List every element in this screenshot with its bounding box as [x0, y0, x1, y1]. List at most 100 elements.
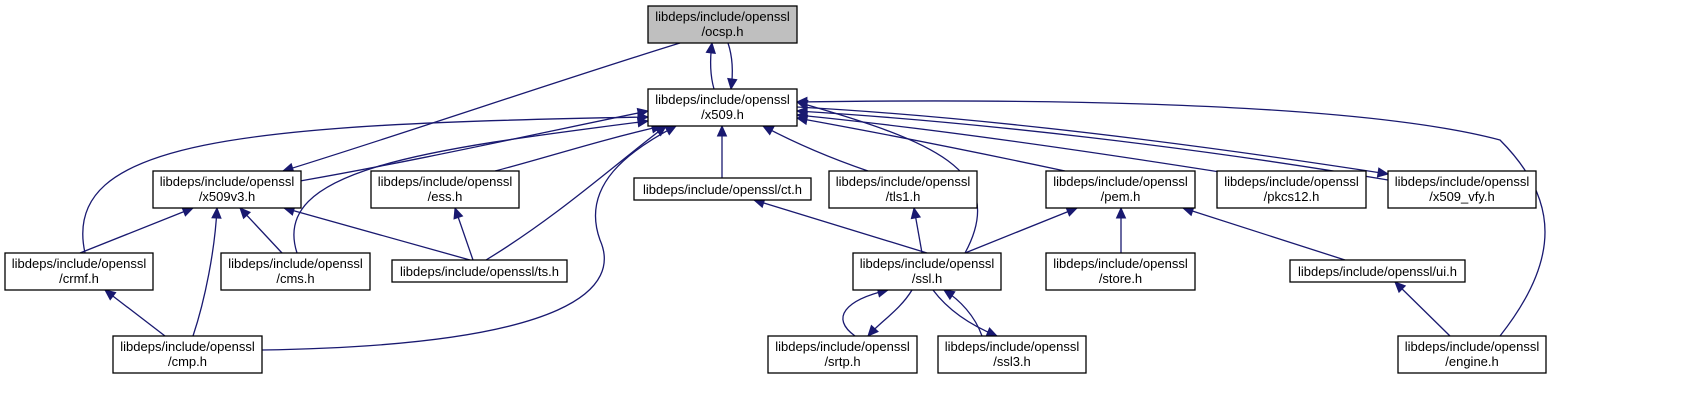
- node-box: [767, 335, 918, 374]
- node-label-line2: /store.h: [1099, 271, 1142, 286]
- node-box: [370, 170, 520, 209]
- arrowhead: [211, 206, 222, 219]
- edge-engine-to-ui: [1394, 281, 1451, 337]
- edge-ess-to-x509: [494, 123, 664, 172]
- node-label-line2: /ssl.h: [912, 271, 942, 286]
- node-ess[interactable]: libdeps/include/openssl/ess.h: [370, 170, 520, 209]
- node-box: [1216, 170, 1367, 209]
- edge-cmp-to-x509: [261, 125, 678, 351]
- edge-cmp-to-x509v3: [192, 206, 222, 337]
- node-ui[interactable]: libdeps/include/openssl/ui.h: [1289, 259, 1466, 283]
- node-label-line1: libdeps/include/openssl: [945, 339, 1080, 354]
- arrowhead: [654, 125, 667, 137]
- node-ocsp[interactable]: libdeps/include/openssl/ocsp.h: [647, 5, 798, 44]
- node-box: [937, 335, 1087, 374]
- arrowhead: [985, 327, 999, 337]
- node-label-line2: /pkcs12.h: [1264, 189, 1320, 204]
- node-label-line2: /x509_vfy.h: [1429, 189, 1495, 204]
- node-label-line1: libdeps/include/openssl: [228, 256, 363, 271]
- node-engine[interactable]: libdeps/include/openssl/engine.h: [1397, 335, 1547, 374]
- node-label: libdeps/include/openssl/ts.h: [400, 264, 559, 279]
- edge-cms-to-x509: [293, 117, 650, 254]
- node-box: [1387, 170, 1537, 209]
- node-label-line2: /ssl3.h: [993, 354, 1031, 369]
- node-label-line1: libdeps/include/openssl: [1053, 174, 1188, 189]
- node-tls1[interactable]: libdeps/include/openssl/tls1.h: [828, 170, 978, 209]
- arrowhead: [910, 206, 922, 220]
- arrowhead: [239, 207, 252, 220]
- arrowhead: [761, 125, 775, 136]
- node-label-line1: libdeps/include/openssl: [655, 9, 790, 24]
- edge-x509vfy-to-x509: [795, 106, 1389, 181]
- node-label-line1: libdeps/include/openssl: [775, 339, 910, 354]
- node-label-line1: libdeps/include/openssl: [860, 256, 995, 271]
- arrowhead: [1065, 207, 1079, 217]
- node-label-line2: /ess.h: [428, 189, 463, 204]
- node-label-line2: /x509v3.h: [199, 189, 255, 204]
- arrowhead: [942, 289, 956, 301]
- node-label-line1: libdeps/include/openssl: [378, 174, 513, 189]
- node-label-line2: /pem.h: [1101, 189, 1141, 204]
- node-label-line1: libdeps/include/openssl: [655, 92, 790, 107]
- node-box: [647, 5, 798, 44]
- node-ssl3[interactable]: libdeps/include/openssl/ssl3.h: [937, 335, 1087, 374]
- edge-ocsp-to-x509v3: [281, 42, 681, 173]
- arrowhead: [705, 41, 716, 55]
- node-label-line2: /srtp.h: [824, 354, 860, 369]
- node-pkcs12[interactable]: libdeps/include/openssl/pkcs12.h: [1216, 170, 1367, 209]
- node-box: [1045, 170, 1196, 209]
- node-ct[interactable]: libdeps/include/openssl/ct.h: [633, 177, 812, 201]
- node-label-line2: /tls1.h: [886, 189, 921, 204]
- node-box: [633, 177, 812, 201]
- node-box: [220, 252, 371, 291]
- edge-cmp-to-crmf: [104, 289, 166, 337]
- edge-x509-to-ocsp: [705, 41, 716, 90]
- arrowhead: [795, 106, 808, 117]
- node-ssl[interactable]: libdeps/include/openssl/ssl.h: [852, 252, 1002, 291]
- edge-ssl-to-tls1: [910, 206, 923, 254]
- node-label-line2: /cms.h: [276, 271, 314, 286]
- node-srtp[interactable]: libdeps/include/openssl/srtp.h: [767, 335, 918, 374]
- node-box: [4, 252, 154, 291]
- edge-ct-to-x509: [716, 124, 728, 178]
- arrowhead: [1376, 167, 1390, 178]
- edge-cms-to-x509v3: [239, 207, 283, 254]
- arrowhead: [727, 77, 738, 91]
- node-box: [112, 335, 263, 374]
- node-store[interactable]: libdeps/include/openssl/store.h: [1045, 252, 1196, 291]
- node-box: [647, 88, 798, 127]
- node-ts[interactable]: libdeps/include/openssl/ts.h: [391, 259, 568, 283]
- node-pem[interactable]: libdeps/include/openssl/pem.h: [1045, 170, 1196, 209]
- node-cmp[interactable]: libdeps/include/openssl/cmp.h: [112, 335, 263, 374]
- edge-tls1-to-x509: [761, 125, 869, 172]
- node-box: [852, 252, 1002, 291]
- node-box: [1397, 335, 1547, 374]
- edges-layer: [79, 41, 1546, 351]
- node-label: libdeps/include/openssl/ui.h: [1298, 264, 1457, 279]
- edge-ts-to-x509v3: [282, 205, 471, 261]
- node-label-line1: libdeps/include/openssl: [120, 339, 255, 354]
- edge-engine-to-x509: [795, 96, 1546, 337]
- edge-ssl-to-pem: [964, 207, 1079, 254]
- node-box: [1289, 259, 1466, 283]
- arrowhead: [867, 324, 879, 337]
- node-cms[interactable]: libdeps/include/openssl/cms.h: [220, 252, 371, 291]
- edge-crmf-to-x509v3: [79, 206, 195, 254]
- node-label-line1: libdeps/include/openssl: [1395, 174, 1530, 189]
- node-label-line2: /crmf.h: [59, 271, 99, 286]
- node-label-line1: libdeps/include/openssl: [836, 174, 971, 189]
- node-x509vfy[interactable]: libdeps/include/openssl/x509_vfy.h: [1387, 170, 1537, 209]
- edge-srtp-to-ssl: [842, 287, 890, 337]
- node-label: libdeps/include/openssl/ct.h: [643, 182, 802, 197]
- edge-ts-to-x509: [485, 125, 667, 261]
- node-label-line1: libdeps/include/openssl: [160, 174, 295, 189]
- node-label-line1: libdeps/include/openssl: [1224, 174, 1359, 189]
- node-label-line2: /x509.h: [701, 107, 744, 122]
- node-x509[interactable]: libdeps/include/openssl/x509.h: [647, 88, 798, 127]
- node-crmf[interactable]: libdeps/include/openssl/crmf.h: [4, 252, 154, 291]
- node-label-line2: /cmp.h: [168, 354, 207, 369]
- node-x509v3[interactable]: libdeps/include/openssl/x509v3.h: [152, 170, 302, 209]
- node-box: [828, 170, 978, 209]
- arrowhead: [1115, 206, 1127, 219]
